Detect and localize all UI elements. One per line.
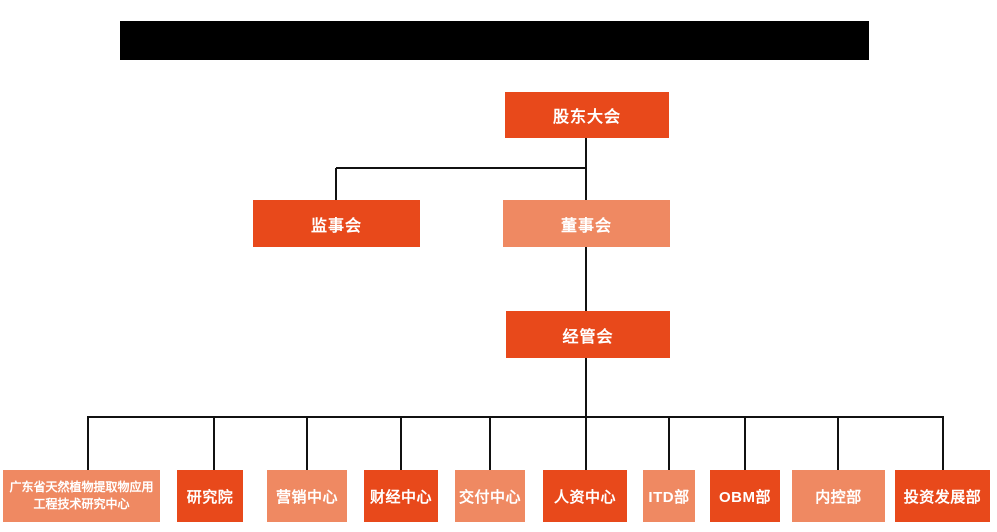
node-dept-internal-control: 内控部 — [792, 470, 885, 522]
node-supervisory-board: 监事会 — [253, 200, 420, 247]
node-dept-finance-center: 财经中心 — [364, 470, 438, 522]
node-dept-delivery-center: 交付中心 — [455, 470, 525, 522]
node-dept-investment-development: 投资发展部 — [895, 470, 990, 522]
node-dept-marketing-center: 营销中心 — [267, 470, 347, 522]
node-dept-research-center: 广东省天然植物提取物应用工程技术研究中心 — [3, 470, 160, 522]
node-shareholders-meeting: 股东大会 — [505, 92, 669, 138]
node-dept-obm: OBM部 — [710, 470, 780, 522]
node-dept-research-institute: 研究院 — [177, 470, 243, 522]
node-board-of-directors: 董事会 — [503, 200, 670, 247]
redacted-title-bar — [120, 21, 869, 60]
node-management-committee: 经管会 — [506, 311, 670, 358]
node-dept-itd: ITD部 — [643, 470, 695, 522]
node-dept-hr-center: 人资中心 — [543, 470, 627, 522]
